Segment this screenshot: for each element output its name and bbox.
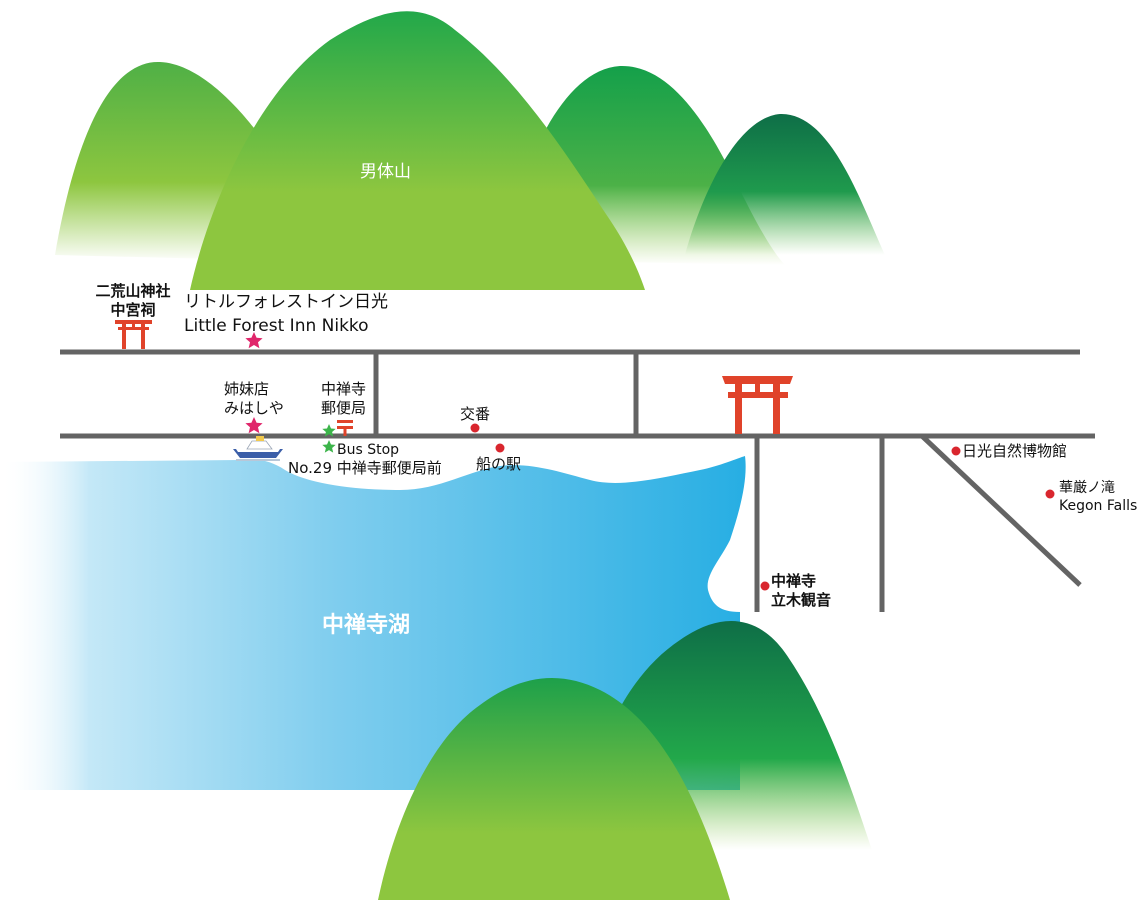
sister-inn-label: 姉妹店 みはしや	[224, 380, 284, 418]
location-dot-icon	[470, 423, 480, 433]
shrine-label: 二荒山神社 中宮祠	[88, 282, 178, 320]
post-office-label: 中禅寺 郵便局	[321, 380, 366, 418]
falls-label-en: Kegon Falls	[1059, 497, 1138, 514]
boat-icon	[233, 436, 283, 461]
lake-label: 中禅寺湖	[322, 613, 411, 638]
star-icon	[322, 424, 336, 437]
star-icon	[245, 417, 263, 434]
torii-gate-icon	[115, 320, 152, 349]
temple-label-line1: 中禅寺	[771, 572, 817, 590]
location-dot-icon	[495, 443, 505, 453]
mountain-bottom-light	[378, 678, 730, 900]
bus-stop-label: Bus Stop	[337, 442, 400, 458]
falls-label-jp: 華厳ノ滝	[1059, 480, 1115, 496]
mountain-right-dark	[685, 113, 885, 256]
location-dot-icon	[951, 446, 961, 456]
museum-label: 日光自然博物館	[962, 442, 1068, 460]
location-dot-icon	[760, 581, 770, 591]
torii-gate-icon	[722, 376, 793, 434]
shrine-label-line2: 中宮祠	[110, 300, 156, 319]
sister-inn-line2: みはしや	[224, 398, 284, 417]
location-dot-icon	[1045, 489, 1055, 499]
bus-stop-name-label: No.29 中禅寺郵便局前	[288, 459, 442, 477]
star-icon	[322, 440, 336, 453]
post-office-icon	[337, 420, 353, 436]
shrine-label-line1: 二荒山神社	[95, 282, 171, 300]
falls-label: 華厳ノ滝 Kegon Falls	[1059, 480, 1137, 515]
sister-inn-line1: 姉妹店	[224, 380, 270, 398]
mountain-label: 男体山	[360, 162, 411, 182]
temple-label: 中禅寺 立木観音	[771, 572, 831, 610]
post-office-line1: 中禅寺	[321, 380, 367, 398]
inn-label-jp: リトルフォレストイン日光	[184, 292, 388, 312]
police-box-label: 交番	[460, 405, 491, 423]
star-icon	[245, 332, 263, 349]
temple-label-line2: 立木観音	[771, 590, 832, 609]
road-network	[60, 349, 1095, 612]
inn-label-en: Little Forest Inn Nikko	[184, 316, 369, 336]
boat-station-label: 船の駅	[476, 455, 522, 473]
mountain-nantai	[190, 11, 645, 290]
post-office-line2: 郵便局	[321, 398, 367, 417]
